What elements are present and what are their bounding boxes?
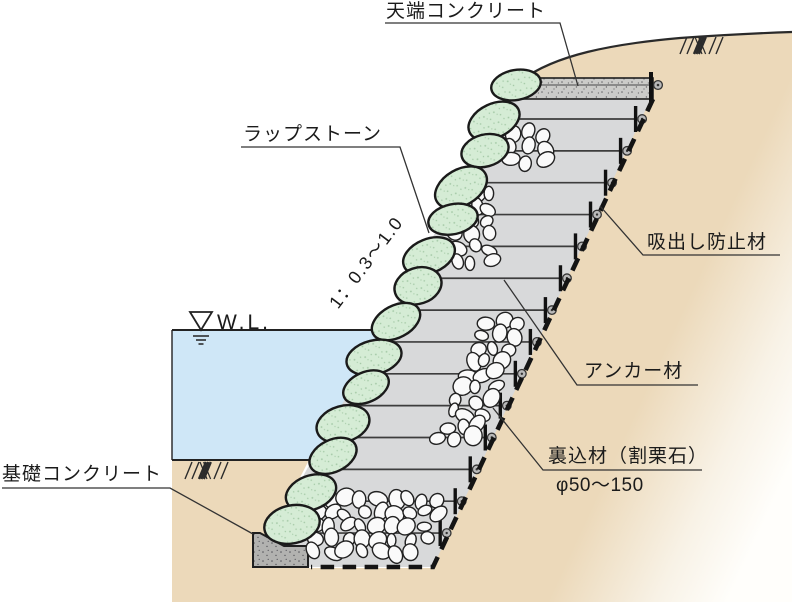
- crown-concrete-label: 天端コンクリート: [386, 0, 546, 22]
- anchor-material-leader: [503, 279, 698, 386]
- cobble: [357, 504, 373, 519]
- foundation-concrete-label: 基礎コンクリート: [2, 463, 162, 485]
- leader-lines: [2, 22, 780, 535]
- wrap-stones-layer: [263, 68, 542, 546]
- backfill-label-line1: 裏込材（割栗石）: [548, 445, 708, 467]
- crown-concrete: [521, 72, 664, 104]
- cobble: [483, 185, 495, 202]
- cobble: [416, 521, 433, 532]
- cobble: [429, 505, 448, 523]
- cobble: [429, 492, 445, 509]
- crown-concrete-leader: [385, 22, 579, 87]
- cobble: [476, 316, 496, 331]
- cobble: [486, 340, 499, 357]
- cobble: [400, 489, 415, 507]
- wrap-stone: [342, 369, 390, 406]
- cobble: [463, 425, 483, 447]
- cobble: [477, 352, 491, 368]
- wrap-stone: [427, 202, 479, 236]
- cobble: [506, 327, 523, 347]
- wrap-stone: [370, 301, 422, 342]
- water-level-label: W.L.: [217, 311, 271, 334]
- cobble: [452, 376, 474, 396]
- cobble: [305, 541, 321, 560]
- cobble: [351, 490, 367, 509]
- wrap-stone: [433, 165, 489, 210]
- suction-prevention-label: 吸出し防止材: [647, 231, 767, 253]
- backfill-leader: [492, 407, 702, 471]
- cobble: [417, 504, 433, 517]
- cobble: [355, 543, 369, 559]
- cobble: [521, 136, 536, 155]
- cobble: [485, 361, 505, 380]
- cobble: [334, 540, 355, 559]
- excavation-dashed-line: [311, 98, 656, 570]
- cobble: [387, 545, 404, 565]
- wrap-stone: [460, 132, 510, 169]
- wrap-stone: [308, 436, 358, 476]
- cobble: [474, 329, 490, 342]
- cobble: [428, 431, 447, 445]
- wrap-stone: [393, 265, 443, 306]
- slope-ratio-label: 1：0.3～1.0: [325, 213, 407, 313]
- backfill-zone: [262, 80, 652, 567]
- ground-surface-line: [521, 30, 792, 81]
- wrap-stone: [263, 503, 321, 546]
- wrap-stone-label: ラップストーン: [243, 123, 382, 145]
- cobble: [402, 543, 419, 562]
- cobble: [323, 527, 340, 548]
- cobble: [483, 253, 502, 268]
- cobble: [468, 238, 483, 253]
- wrap-stone: [490, 68, 542, 102]
- cobble: [420, 530, 435, 545]
- cobble: [482, 387, 501, 409]
- cobble: [335, 487, 356, 507]
- anchor-rod: [405, 297, 557, 324]
- cobble: [469, 379, 481, 395]
- water-level-symbol: [188, 311, 214, 345]
- suction-prevention-leader: [599, 205, 780, 256]
- anchor-material-label: アンカー材: [584, 360, 683, 382]
- cobble: [518, 155, 533, 173]
- cobble: [340, 516, 357, 532]
- cobble: [386, 532, 397, 548]
- wrap-stone-leader: [241, 146, 430, 234]
- cobble: [464, 255, 476, 272]
- foundation-concrete-leader: [2, 487, 254, 535]
- cobble: [536, 151, 556, 168]
- cobble: [446, 431, 462, 448]
- soil-ground: [172, 32, 792, 602]
- wrap-stone: [284, 473, 338, 513]
- cobble: [482, 224, 497, 241]
- crushed-rock-backfill: [305, 122, 556, 565]
- cobble: [439, 422, 457, 435]
- backfill-label-line2: φ50～150: [556, 475, 644, 496]
- cobble: [479, 202, 496, 218]
- cobble: [509, 316, 525, 332]
